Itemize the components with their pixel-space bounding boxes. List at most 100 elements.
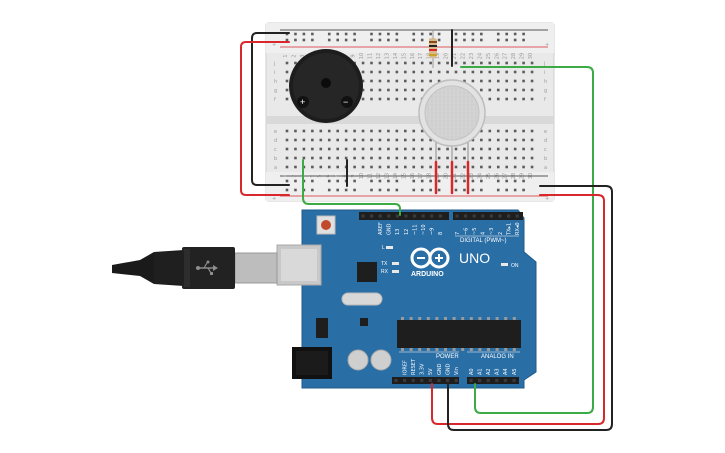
breadboard-hole — [302, 138, 306, 142]
header-pin[interactable] — [411, 378, 415, 383]
breadboard-hole — [353, 156, 356, 160]
row-letter: c — [544, 147, 547, 153]
breadboard-hole — [429, 147, 432, 151]
analog-pin-label: A4 — [503, 368, 509, 375]
breadboard-hole — [420, 79, 424, 83]
column-number: 30 — [528, 173, 534, 179]
header-pin[interactable] — [489, 214, 493, 218]
header-pin[interactable] — [472, 214, 476, 218]
header-pin[interactable] — [438, 214, 442, 218]
breadboard-hole — [370, 32, 373, 36]
header-pin[interactable] — [481, 214, 485, 218]
breadboard-hole — [471, 70, 475, 74]
column-number: 1 — [283, 54, 289, 57]
header-pin[interactable] — [403, 378, 407, 383]
header-pin[interactable] — [370, 214, 374, 218]
breadboard-hole — [446, 70, 449, 74]
breadboard-hole — [387, 147, 390, 151]
column-number: 28 — [511, 173, 517, 179]
breadboard-hole — [327, 129, 331, 133]
mcu-pin — [478, 348, 482, 351]
header-pin[interactable] — [498, 214, 502, 218]
header-pin[interactable] — [430, 214, 434, 218]
header-pin[interactable] — [515, 214, 519, 218]
column-number: 14 — [393, 173, 399, 179]
breadboard-hole — [463, 61, 466, 65]
breadboard-hole — [378, 156, 382, 160]
breadboard-hole — [395, 147, 399, 151]
header-pin[interactable] — [413, 214, 417, 218]
breadboard-hole — [327, 32, 331, 36]
column-number: 2 — [291, 174, 297, 177]
breadboard-hole — [496, 38, 500, 42]
header-pin[interactable] — [454, 378, 458, 383]
breadboard-hole — [319, 147, 323, 151]
breadboard-hole — [387, 165, 390, 169]
header-pin[interactable] — [446, 378, 450, 383]
header-pin[interactable] — [495, 378, 499, 383]
wire-black-left — [251, 32, 290, 186]
column-number: 4 — [308, 174, 314, 177]
row-letter: b — [544, 156, 547, 162]
breadboard-hole — [420, 156, 424, 160]
header-pin[interactable] — [395, 214, 399, 218]
header-pin[interactable] — [512, 378, 516, 383]
breadboard-hole — [437, 79, 441, 83]
breadboard-hole — [294, 32, 297, 36]
breadboard-hole — [311, 156, 314, 160]
breadboard-hole — [353, 38, 356, 42]
breadboard-hole — [496, 147, 500, 151]
header-pin[interactable] — [469, 378, 473, 383]
breadboard-hole — [327, 38, 331, 42]
breadboard-hole — [387, 129, 390, 133]
row-letter: d — [544, 138, 547, 144]
breadboard-hole — [311, 179, 314, 183]
power-pin-label: RESET — [411, 358, 417, 375]
header-pin[interactable] — [455, 214, 459, 218]
gas-sensor — [418, 79, 486, 165]
header-pin[interactable] — [464, 214, 468, 218]
breadboard-hole — [361, 147, 365, 151]
header-pin[interactable] — [503, 378, 507, 383]
crystal — [341, 292, 383, 306]
header-pin[interactable] — [404, 214, 408, 218]
breadboard-hole — [395, 156, 399, 160]
header-pin[interactable] — [437, 378, 441, 383]
power-pin-label: Vin — [454, 367, 460, 375]
breadboard-hole — [327, 138, 331, 142]
breadboard-hole — [420, 138, 424, 142]
mcu-pin — [418, 348, 422, 351]
header-pin[interactable] — [486, 378, 490, 383]
mcu-pin — [409, 317, 413, 320]
header-pin[interactable] — [394, 378, 398, 383]
breadboard-hole — [404, 147, 407, 151]
header-pin[interactable] — [420, 378, 424, 383]
breadboard-hole — [361, 79, 365, 83]
column-number: 25 — [486, 53, 492, 59]
breadboard-hole — [361, 165, 365, 169]
breadboard-hole — [513, 129, 517, 133]
mcu-pin — [401, 317, 404, 320]
column-number: 3 — [300, 54, 306, 57]
breadboard-hole — [513, 147, 517, 151]
gas-sensor-mesh — [425, 86, 479, 140]
breadboard-hole — [530, 79, 534, 83]
breadboard-hole — [336, 38, 339, 42]
header-pin[interactable] — [378, 214, 382, 218]
column-number: 12 — [376, 173, 382, 179]
header-pin[interactable] — [428, 378, 432, 383]
header-pin[interactable] — [421, 214, 425, 218]
breadboard-hole — [395, 188, 399, 192]
breadboard-hole — [327, 147, 331, 151]
header-pin[interactable] — [387, 214, 391, 218]
header-pin[interactable] — [478, 378, 482, 383]
rail-plus-label-top: + — [272, 42, 276, 48]
breadboard-hole — [285, 97, 289, 101]
power-header-label: POWER — [436, 354, 459, 360]
breadboard-hole — [488, 129, 492, 133]
wires — [240, 29, 613, 431]
header-pin[interactable] — [507, 214, 511, 218]
header-pin[interactable] — [361, 214, 365, 218]
breadboard-hole — [480, 129, 483, 133]
breadboard-hole — [496, 32, 500, 36]
